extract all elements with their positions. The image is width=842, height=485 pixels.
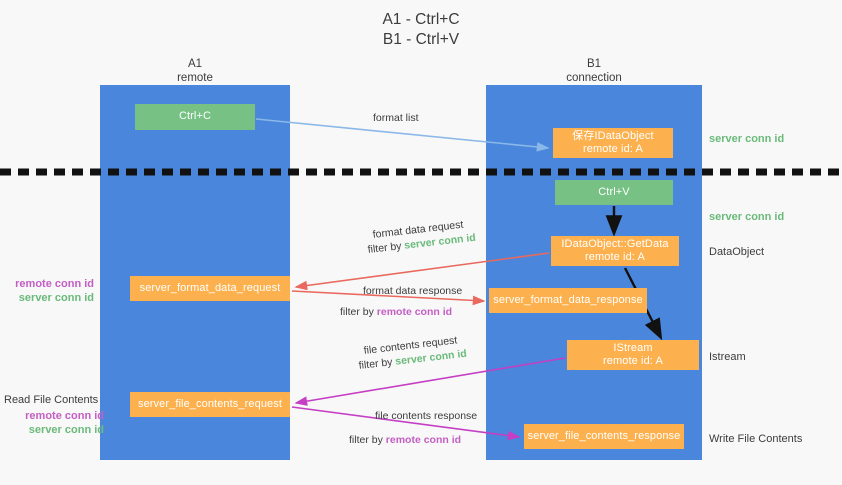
filter-prefix: filter by bbox=[349, 434, 386, 446]
box-istream-line2: remote id: A bbox=[603, 355, 663, 367]
filter-prefix: filter by bbox=[340, 306, 377, 318]
box-getdata-line2: remote id: A bbox=[585, 251, 645, 263]
note-remote-conn-id: remote conn id bbox=[15, 278, 94, 290]
label-file-contents-response-filter: filter by remote conn id bbox=[349, 433, 461, 447]
column-b1-name: B1 bbox=[586, 58, 602, 70]
note-istream: Istream bbox=[709, 351, 746, 363]
box-server-format-data-request-label: server_format_data_request bbox=[139, 281, 281, 294]
column-a1-name: A1 bbox=[187, 58, 203, 70]
box-server-file-contents-request[interactable]: server_file_contents_request bbox=[130, 392, 290, 417]
column-header-b1: B1 connection bbox=[486, 57, 702, 85]
box-server-format-data-request[interactable]: server_format_data_request bbox=[130, 276, 290, 301]
label-format-data-response: format data response bbox=[363, 285, 463, 297]
token-remote-conn-id: remote conn id bbox=[385, 434, 462, 446]
note-remote-conn-id: remote conn id bbox=[25, 410, 104, 422]
box-save-data-object[interactable]: 保存IDataObject remote id: A bbox=[553, 128, 673, 158]
box-server-file-contents-response-label: server_file_contents_response bbox=[527, 429, 681, 442]
box-getdata-line1: IDataObject::GetData bbox=[561, 237, 669, 250]
label-format-list: format list bbox=[373, 112, 419, 124]
note-server-conn-id-top: server conn id bbox=[709, 133, 785, 145]
title-line-2: B1 - Ctrl+V bbox=[382, 31, 460, 48]
label-format-data-response-filter: filter by remote conn id bbox=[340, 305, 452, 319]
page-title: A1 - Ctrl+C B1 - Ctrl+V bbox=[0, 10, 842, 50]
box-ctrl-c-label: Ctrl+C bbox=[178, 110, 212, 123]
note-read-file-contents: Read File Contents bbox=[4, 394, 99, 406]
label-file-contents-response: file contents response bbox=[375, 410, 478, 422]
title-line-1: A1 - Ctrl+C bbox=[382, 11, 460, 28]
column-header-a1: A1 remote bbox=[100, 57, 290, 85]
box-istream[interactable]: IStream remote id: A bbox=[567, 340, 699, 370]
note-conn-ids-file: remote conn id server conn id bbox=[8, 409, 104, 437]
box-ctrl-v-label: Ctrl+V bbox=[598, 185, 630, 198]
column-a1-role: remote bbox=[177, 72, 213, 84]
box-server-file-contents-request-label: server_file_contents_request bbox=[137, 397, 283, 410]
box-idataobject-getdata[interactable]: IDataObject::GetData remote id: A bbox=[551, 236, 679, 266]
box-ctrl-c[interactable]: Ctrl+C bbox=[135, 104, 255, 130]
box-server-format-data-response-label: server_format_data_response bbox=[493, 293, 643, 306]
filter-prefix: filter by bbox=[367, 239, 406, 256]
note-data-object: DataObject bbox=[709, 246, 765, 258]
note-server-conn-id: server conn id bbox=[28, 424, 104, 436]
box-istream-line1: IStream bbox=[613, 341, 653, 354]
note-write-file-contents: Write File Contents bbox=[709, 433, 803, 445]
box-save-data-object-line2: remote id: A bbox=[583, 143, 643, 155]
filter-prefix: filter by bbox=[358, 355, 397, 372]
box-save-data-object-line1: 保存IDataObject bbox=[572, 129, 654, 142]
note-conn-ids-format: remote conn id server conn id bbox=[8, 277, 94, 305]
box-ctrl-v[interactable]: Ctrl+V bbox=[555, 180, 673, 205]
box-server-file-contents-response[interactable]: server_file_contents_response bbox=[524, 424, 684, 449]
column-b1-role: connection bbox=[566, 72, 622, 84]
note-server-conn-id: server conn id bbox=[18, 292, 94, 304]
box-server-format-data-response[interactable]: server_format_data_response bbox=[489, 288, 647, 313]
token-remote-conn-id: remote conn id bbox=[376, 306, 453, 318]
note-server-conn-id-mid: server conn id bbox=[709, 211, 785, 223]
